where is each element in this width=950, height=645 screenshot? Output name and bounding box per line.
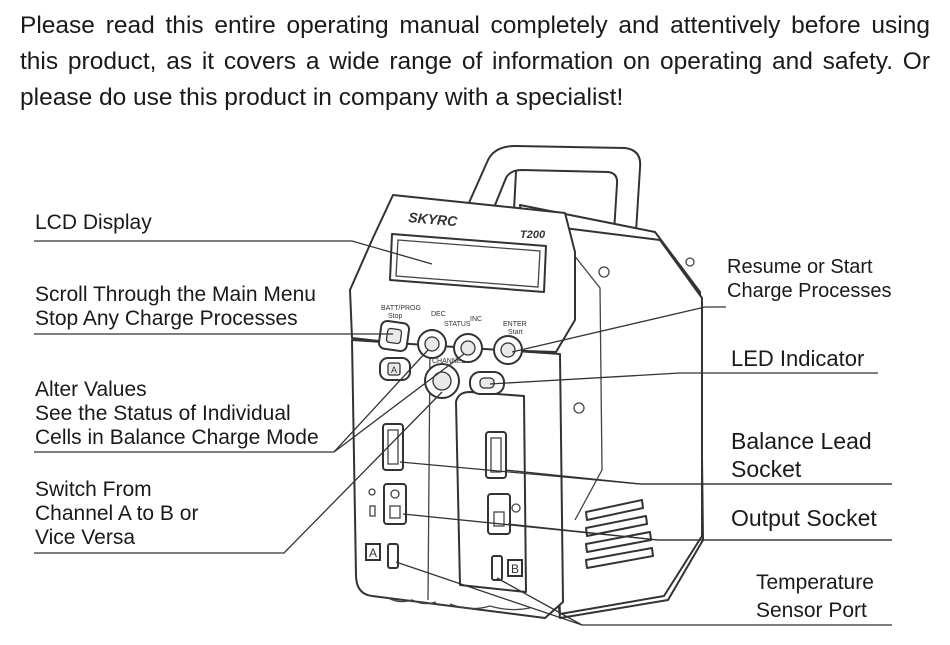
leader-lines [34,240,892,626]
channel-a-letter: A [369,546,377,560]
label-scroll-stop: Scroll Through the Main Menu Stop Any Ch… [35,283,316,330]
channel-button[interactable] [424,363,460,399]
balance-socket-b [485,431,507,479]
channel-b-mark: B [507,559,523,577]
start-text: Start [508,329,523,336]
temp-port-b [491,555,503,581]
label-resume-start: Resume or Start Charge Processes [727,256,892,302]
label-temperature-sensor: Temperature Sensor Port [756,571,874,622]
channel-b-letter: B [511,562,519,576]
temp-port-a [387,543,399,569]
channel-a-indicator: A [379,357,411,381]
channel-a-mark: A [365,543,381,561]
enter-text: ENTER [503,321,527,328]
dec-button[interactable] [417,329,447,359]
stop-text: Stop [388,313,403,320]
intro-paragraph: Please read this entire operating manual… [20,12,930,111]
model-name: T200 [520,229,546,241]
balance-socket-a [382,423,404,471]
batt-prog-button[interactable] [377,319,411,353]
brand-logo: SKYRC [408,209,459,229]
label-alter-values: Alter Values See the Status of Individua… [35,378,319,449]
label-switch-channel: Switch From Channel A to B or Vice Versa [35,478,199,549]
label-led-indicator: LED Indicator [731,346,865,371]
inc-button[interactable] [453,333,483,363]
label-output-socket: Output Socket [731,505,877,531]
channel-text: CHANNEL [432,358,466,365]
label-lcd-display: LCD Display [35,211,152,234]
dec-text: DEC [431,311,446,318]
label-balance-lead: Balance Lead Socket [731,428,872,482]
enter-button[interactable] [493,335,523,365]
inc-text: INC [470,316,482,323]
svg-text:A: A [391,365,397,375]
batt-prog-text: BATT/PROG [381,305,421,312]
output-socket-a [383,483,407,525]
status-text: STATUS [444,321,471,328]
